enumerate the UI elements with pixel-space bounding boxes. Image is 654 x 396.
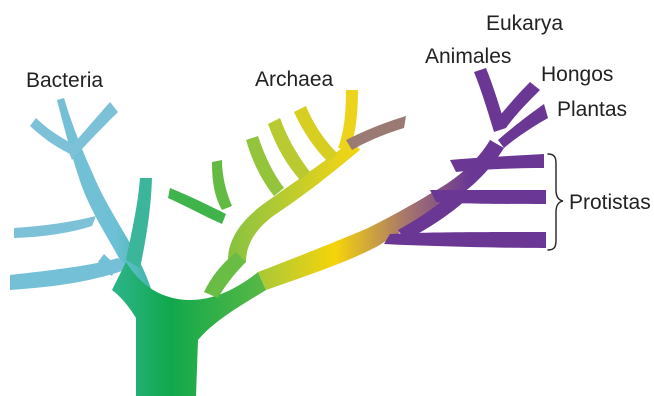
label-archaea: Archaea [255,68,334,91]
bacteria-twig-middle [14,216,96,238]
label-plantas: Plantas [557,98,627,121]
label-protistas: Protistas [569,191,651,214]
label-animales: Animales [425,45,511,68]
trunk [112,262,266,396]
label-hongos: Hongos [541,63,613,86]
protista-branch-1 [450,154,544,172]
bacteria-inner-branch [126,178,152,268]
archaea-twig-4 [294,106,338,162]
bacteria-twig-top-right [68,102,118,160]
label-bacteria: Bacteria [26,69,103,92]
archaea-twig-1 [212,160,232,210]
label-eukarya: Eukarya [486,12,563,35]
protistas-bracket [548,154,563,250]
